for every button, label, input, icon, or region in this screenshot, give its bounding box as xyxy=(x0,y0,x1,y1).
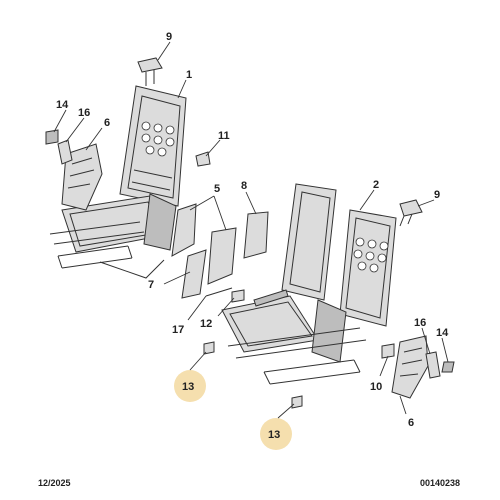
callout-12: 12 xyxy=(200,318,212,330)
part-13-clip-a xyxy=(203,341,215,355)
callout-9-left: 9 xyxy=(166,31,172,43)
leader-lines xyxy=(53,41,449,419)
callout-6-right: 6 xyxy=(408,417,414,429)
callout-1: 1 xyxy=(186,69,192,81)
callout-17: 17 xyxy=(172,324,184,336)
part-16-right xyxy=(425,351,441,379)
highlight-13a xyxy=(174,370,206,402)
callout-8: 8 xyxy=(241,180,247,192)
part-13-clip-b xyxy=(291,395,303,409)
callout-7: 7 xyxy=(148,279,154,291)
part-5-lower xyxy=(207,227,237,285)
callout-2: 2 xyxy=(373,179,379,191)
part-8 xyxy=(243,211,269,259)
callout-16-right: 16 xyxy=(414,317,426,329)
part-14-left xyxy=(45,129,59,145)
left-seat-frame xyxy=(49,57,187,279)
part-16-left xyxy=(57,139,73,165)
callout-11: 11 xyxy=(218,130,230,142)
callout-10: 10 xyxy=(370,381,382,393)
footer-reference: 00140238 xyxy=(419,478,460,488)
callout-13-right: 13 xyxy=(268,429,280,441)
part-5-upper xyxy=(171,203,197,257)
callout-5: 5 xyxy=(214,183,220,195)
highlight-13b xyxy=(260,418,292,450)
part-12 xyxy=(231,289,245,303)
callout-6-left: 6 xyxy=(104,117,110,129)
part-6-right xyxy=(391,335,429,399)
callout-16-left: 16 xyxy=(78,107,90,119)
part-7 xyxy=(181,249,207,299)
callout-13-left: 13 xyxy=(182,381,194,393)
part-14-right xyxy=(441,361,455,373)
callout-14-right: 14 xyxy=(436,327,449,339)
callout-9-right: 9 xyxy=(434,189,440,201)
right-seat-frame xyxy=(205,183,423,385)
footer-date: 12/2025 xyxy=(38,478,71,488)
callout-14-left: 14 xyxy=(56,99,69,111)
part-10 xyxy=(381,343,395,359)
